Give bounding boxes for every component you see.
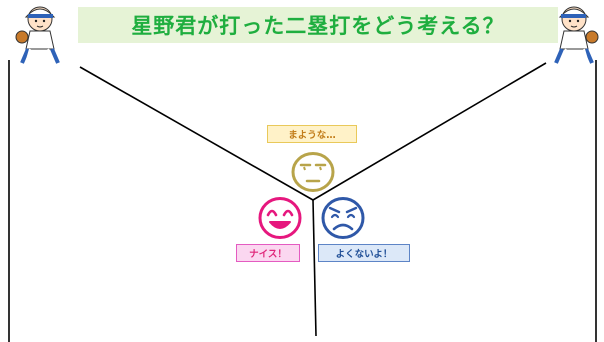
divider-line-bottom <box>312 199 317 337</box>
option-label-unsure: まような… <box>267 125 357 143</box>
page-title: 星野君が打った二塁打をどう考える？ <box>131 14 505 38</box>
option-label-not-good: よくないよ！ <box>318 244 410 262</box>
unsure-face-icon <box>291 152 335 192</box>
smile-face-icon <box>258 197 302 239</box>
baseball-player-icon <box>15 6 60 64</box>
option-label-nice: ナイス！ <box>236 244 300 262</box>
angry-face-icon <box>321 197 365 239</box>
divider-line-left <box>79 66 314 201</box>
title-banner: 星野君が打った二塁打をどう考える？ <box>78 7 558 43</box>
baseball-player-icon <box>554 6 599 64</box>
divider-line-right <box>312 62 547 201</box>
